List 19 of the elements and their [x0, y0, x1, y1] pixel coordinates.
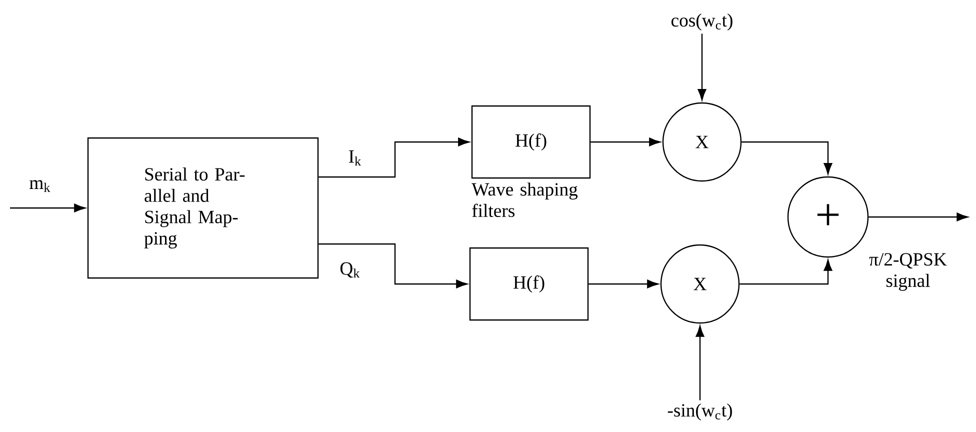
filter-box: H(f) — [471, 105, 591, 179]
edge-label: Q$_{k}$ — [338, 260, 362, 280]
arrow — [868, 212, 968, 222]
node-label: Wave shaping filters — [472, 182, 578, 218]
arrow — [318, 243, 468, 288]
carrier-label: cos(w$_{c}$t) — [671, 14, 732, 30]
arrow — [10, 204, 86, 212]
arrow — [318, 138, 470, 178]
arrow — [698, 34, 706, 100]
filter-box: H(f) — [469, 247, 589, 321]
arrow — [696, 326, 704, 400]
arrow — [588, 280, 658, 288]
edge-label: I$_{k}$ — [346, 149, 364, 167]
edge-label: m$_{k}$ — [28, 178, 52, 194]
arrow — [740, 260, 832, 285]
serial-to-parallel-box: Serial to Par- allel and Signal Map- ping — [87, 137, 319, 279]
arrow — [590, 138, 660, 146]
carrier-label: -sin(w$_{c}$t) — [668, 404, 732, 420]
arrow — [742, 141, 832, 174]
